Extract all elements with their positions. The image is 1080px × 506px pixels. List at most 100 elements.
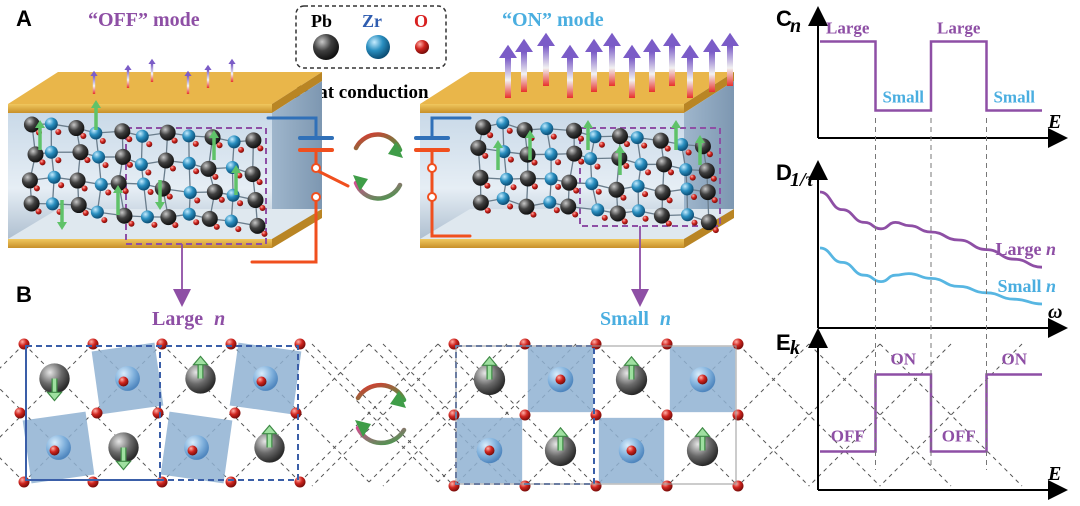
polarization-arrow-head [615, 145, 625, 153]
o-atom [519, 338, 531, 350]
o-atom [484, 182, 491, 189]
o-atom [642, 215, 649, 222]
pb-atom [247, 192, 264, 209]
pb-atom [699, 184, 716, 201]
o-atom [626, 445, 637, 456]
zr-atom [632, 204, 646, 218]
lattice-guide [737, 343, 881, 487]
panel-label-a: A [16, 6, 32, 31]
o-atom [555, 374, 566, 385]
dipole-arrow-head [623, 355, 640, 366]
chart-guide-lines [875, 118, 987, 470]
small-sym: n [660, 308, 671, 330]
zr-atom [140, 210, 154, 224]
zr-atom [680, 182, 694, 196]
o-atom [590, 480, 602, 492]
step-annotation: Small [993, 87, 1035, 106]
lattice-guide [0, 457, 25, 483]
heat-flux-shaft [591, 52, 597, 92]
heat-flux-shaft [669, 46, 675, 86]
o-atom [666, 197, 673, 204]
pb-atom [244, 166, 261, 183]
cycle-arrows-b [355, 382, 407, 446]
pb-atom [159, 124, 176, 141]
large-word: Large [152, 308, 203, 330]
thermal-conductivity-step-line [820, 373, 1042, 453]
pb-atom [609, 205, 626, 222]
heat-conduction-label: Heat conduction [295, 82, 429, 103]
o-atom [507, 156, 514, 163]
o-atom [732, 338, 744, 350]
heat-flux-head [515, 38, 533, 52]
polarization-arrow-head [91, 100, 101, 108]
lattice-guide [737, 343, 881, 487]
atom-legend: Pb Zr O [295, 5, 447, 69]
pb-atom [561, 174, 578, 191]
heat-flux-shaft [727, 46, 733, 86]
zr-atom [182, 207, 196, 221]
series-label-sym: n [1046, 239, 1056, 259]
step-annotation: Large [937, 19, 981, 38]
state-annotation: ON [891, 350, 917, 369]
polarization-arrow-head [155, 202, 165, 210]
o-atom [35, 208, 42, 215]
zr-atom [227, 135, 241, 149]
pb-atom [475, 119, 492, 136]
x-axis-label: E [1047, 463, 1061, 485]
o-atom [732, 480, 744, 492]
heat-flux-shaft [567, 58, 573, 98]
o-atom [732, 409, 744, 421]
o-atom [578, 135, 585, 142]
pb-atom [68, 120, 85, 137]
polarization-arrow-head [35, 120, 45, 128]
zr-atom [44, 145, 58, 159]
lattice-guide [311, 343, 455, 487]
o-atom [156, 338, 168, 350]
zr-atom [182, 129, 196, 143]
o-atom [194, 197, 201, 204]
polarization-arrow-head [525, 130, 535, 138]
polarization-arrow-head [113, 185, 123, 193]
heat-flux-shaft [649, 52, 655, 92]
legend-zr: Zr [362, 11, 382, 31]
o-atom [49, 445, 60, 456]
heat-flux-shaft [709, 52, 715, 92]
heat-flux-head [204, 64, 212, 70]
lattice-guide [879, 343, 1023, 487]
pb-atom [160, 209, 177, 226]
o-atom [448, 409, 460, 421]
pb-atom [608, 181, 625, 198]
o-atom [519, 480, 531, 492]
o-atom [102, 162, 109, 169]
panel-label-c: C [776, 6, 792, 31]
o-atom [238, 146, 245, 153]
o-atom [645, 169, 652, 176]
heat-flux-head [90, 70, 98, 76]
small-word: Small [600, 308, 649, 330]
lattice-guide [595, 343, 739, 487]
cycle-arrows-a [353, 132, 403, 201]
o-atom [81, 185, 88, 192]
o-atom [487, 132, 494, 139]
heat-flux-head [663, 32, 681, 46]
pb-atom [110, 175, 127, 192]
pb-atom [612, 128, 629, 145]
o-atom [218, 196, 225, 203]
lattice-guide [524, 343, 668, 487]
o-atom [126, 136, 133, 143]
heat-flux-head [184, 70, 192, 76]
zr-atom [630, 131, 644, 145]
o-atom [256, 179, 263, 186]
zr-atom [137, 177, 151, 191]
o-atom [39, 159, 46, 166]
lattice-guide [382, 343, 526, 487]
heat-flux-shaft [521, 52, 527, 92]
o-atom [668, 169, 675, 176]
o-atom [448, 338, 460, 350]
off-switch-circuit [250, 116, 350, 264]
o-atom [225, 338, 237, 350]
pb-atom [700, 214, 717, 231]
o-atom [101, 217, 108, 224]
legend-o: O [414, 11, 428, 31]
